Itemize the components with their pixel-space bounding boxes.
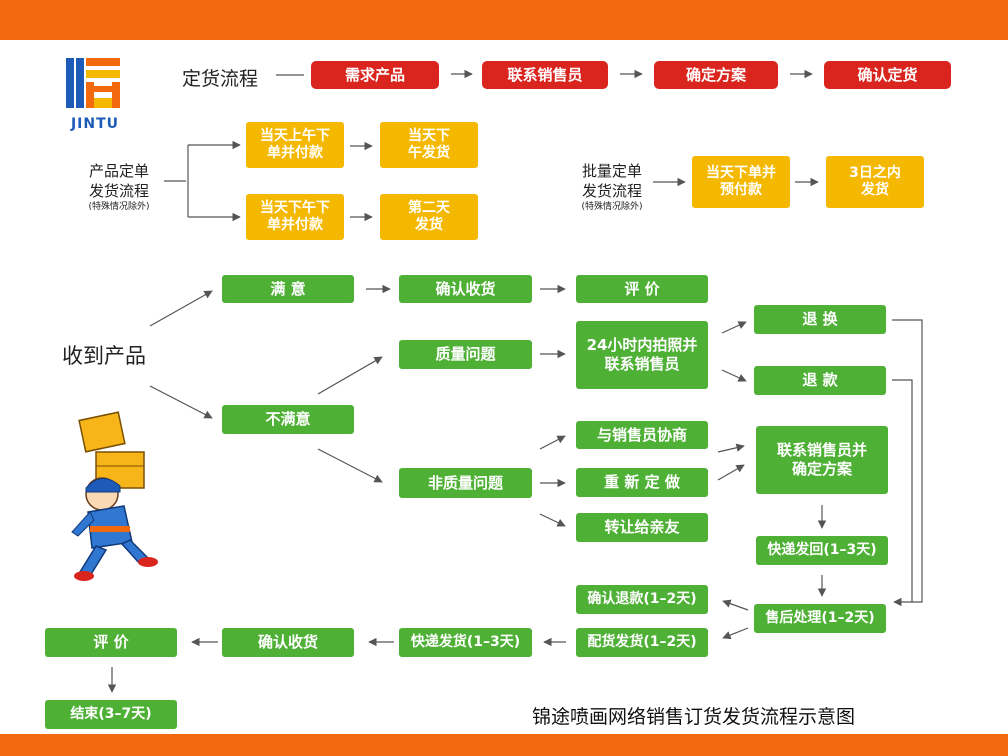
am-ship: 当天下午发货	[380, 122, 478, 168]
review-2-box: 评 价	[45, 628, 177, 657]
photo-contact-box: 24小时内拍照并联系销售员	[576, 321, 708, 389]
product-flow-label-line2: 发货流程	[88, 181, 149, 200]
product-flow-note: (特殊情况除外)	[88, 202, 150, 212]
logo-mark-icon	[66, 58, 120, 108]
bottom-bar	[0, 734, 1008, 756]
express-return-box: 快递发回(1–3天)	[756, 536, 888, 565]
pm-order-pay: 当天下午下单并付款	[246, 194, 344, 240]
batch-ship: 3日之内发货	[826, 156, 924, 208]
after-sales-box: 售后处理(1–2天)	[754, 604, 886, 633]
batch-flow-label-line2: 发货流程	[581, 181, 642, 200]
transfer-box: 转让给亲友	[576, 513, 708, 542]
jintu-logo: JINTU	[64, 56, 126, 134]
confirm-receipt-box: 确认收货	[399, 275, 532, 303]
satisfied-box: 满 意	[222, 275, 354, 303]
order-flow-label: 定货流程	[182, 68, 259, 90]
review-box: 评 价	[576, 275, 708, 303]
top-bar	[0, 0, 1008, 40]
contact-plan-box: 联系销售员并确定方案	[756, 426, 888, 494]
product-flow-label: 产品定单 发货流程 (特殊情况除外)	[76, 162, 162, 214]
step-need-product: 需求产品	[311, 61, 439, 89]
batch-flow-label-line1: 批量定单	[581, 162, 642, 180]
express-ship-box: 快递发货(1–3天)	[399, 628, 532, 657]
diagram-caption: 锦途喷画网络销售订货发货流程示意图	[532, 706, 856, 728]
courier-icon	[71, 411, 158, 581]
step-confirm-plan: 确定方案	[654, 61, 778, 89]
pm-ship: 第二天发货	[380, 194, 478, 240]
dispatch-box: 配货发货(1–2天)	[576, 628, 708, 657]
remake-box: 重 新 定 做	[576, 468, 708, 497]
negotiate-box: 与销售员协商	[576, 421, 708, 449]
confirm-receipt-2-box: 确认收货	[222, 628, 354, 657]
receive-title: 收到产品	[62, 344, 146, 368]
am-order-pay: 当天上午下单并付款	[246, 122, 344, 168]
product-flow-label-line1: 产品定单	[88, 162, 149, 180]
step-confirm-order: 确认定货	[824, 61, 951, 89]
batch-order-pay: 当天下单并预付款	[692, 156, 790, 208]
unsatisfied-box: 不满意	[222, 405, 354, 434]
courier-illustration	[66, 408, 162, 584]
logo-text: JINTU	[70, 116, 120, 132]
batch-flow-note: (特殊情况除外)	[581, 202, 643, 212]
non-quality-issue-box: 非质量问题	[399, 468, 532, 498]
refund-box: 退 款	[754, 366, 886, 395]
refund-confirm-box: 确认退款(1–2天)	[576, 585, 708, 614]
step-contact-sales: 联系销售员	[482, 61, 608, 89]
batch-flow-label: 批量定单 发货流程 (特殊情况除外)	[570, 162, 654, 214]
quality-issue-box: 质量问题	[399, 340, 532, 369]
end-box: 结束(3–7天)	[45, 700, 177, 729]
exchange-box: 退 换	[754, 305, 886, 334]
